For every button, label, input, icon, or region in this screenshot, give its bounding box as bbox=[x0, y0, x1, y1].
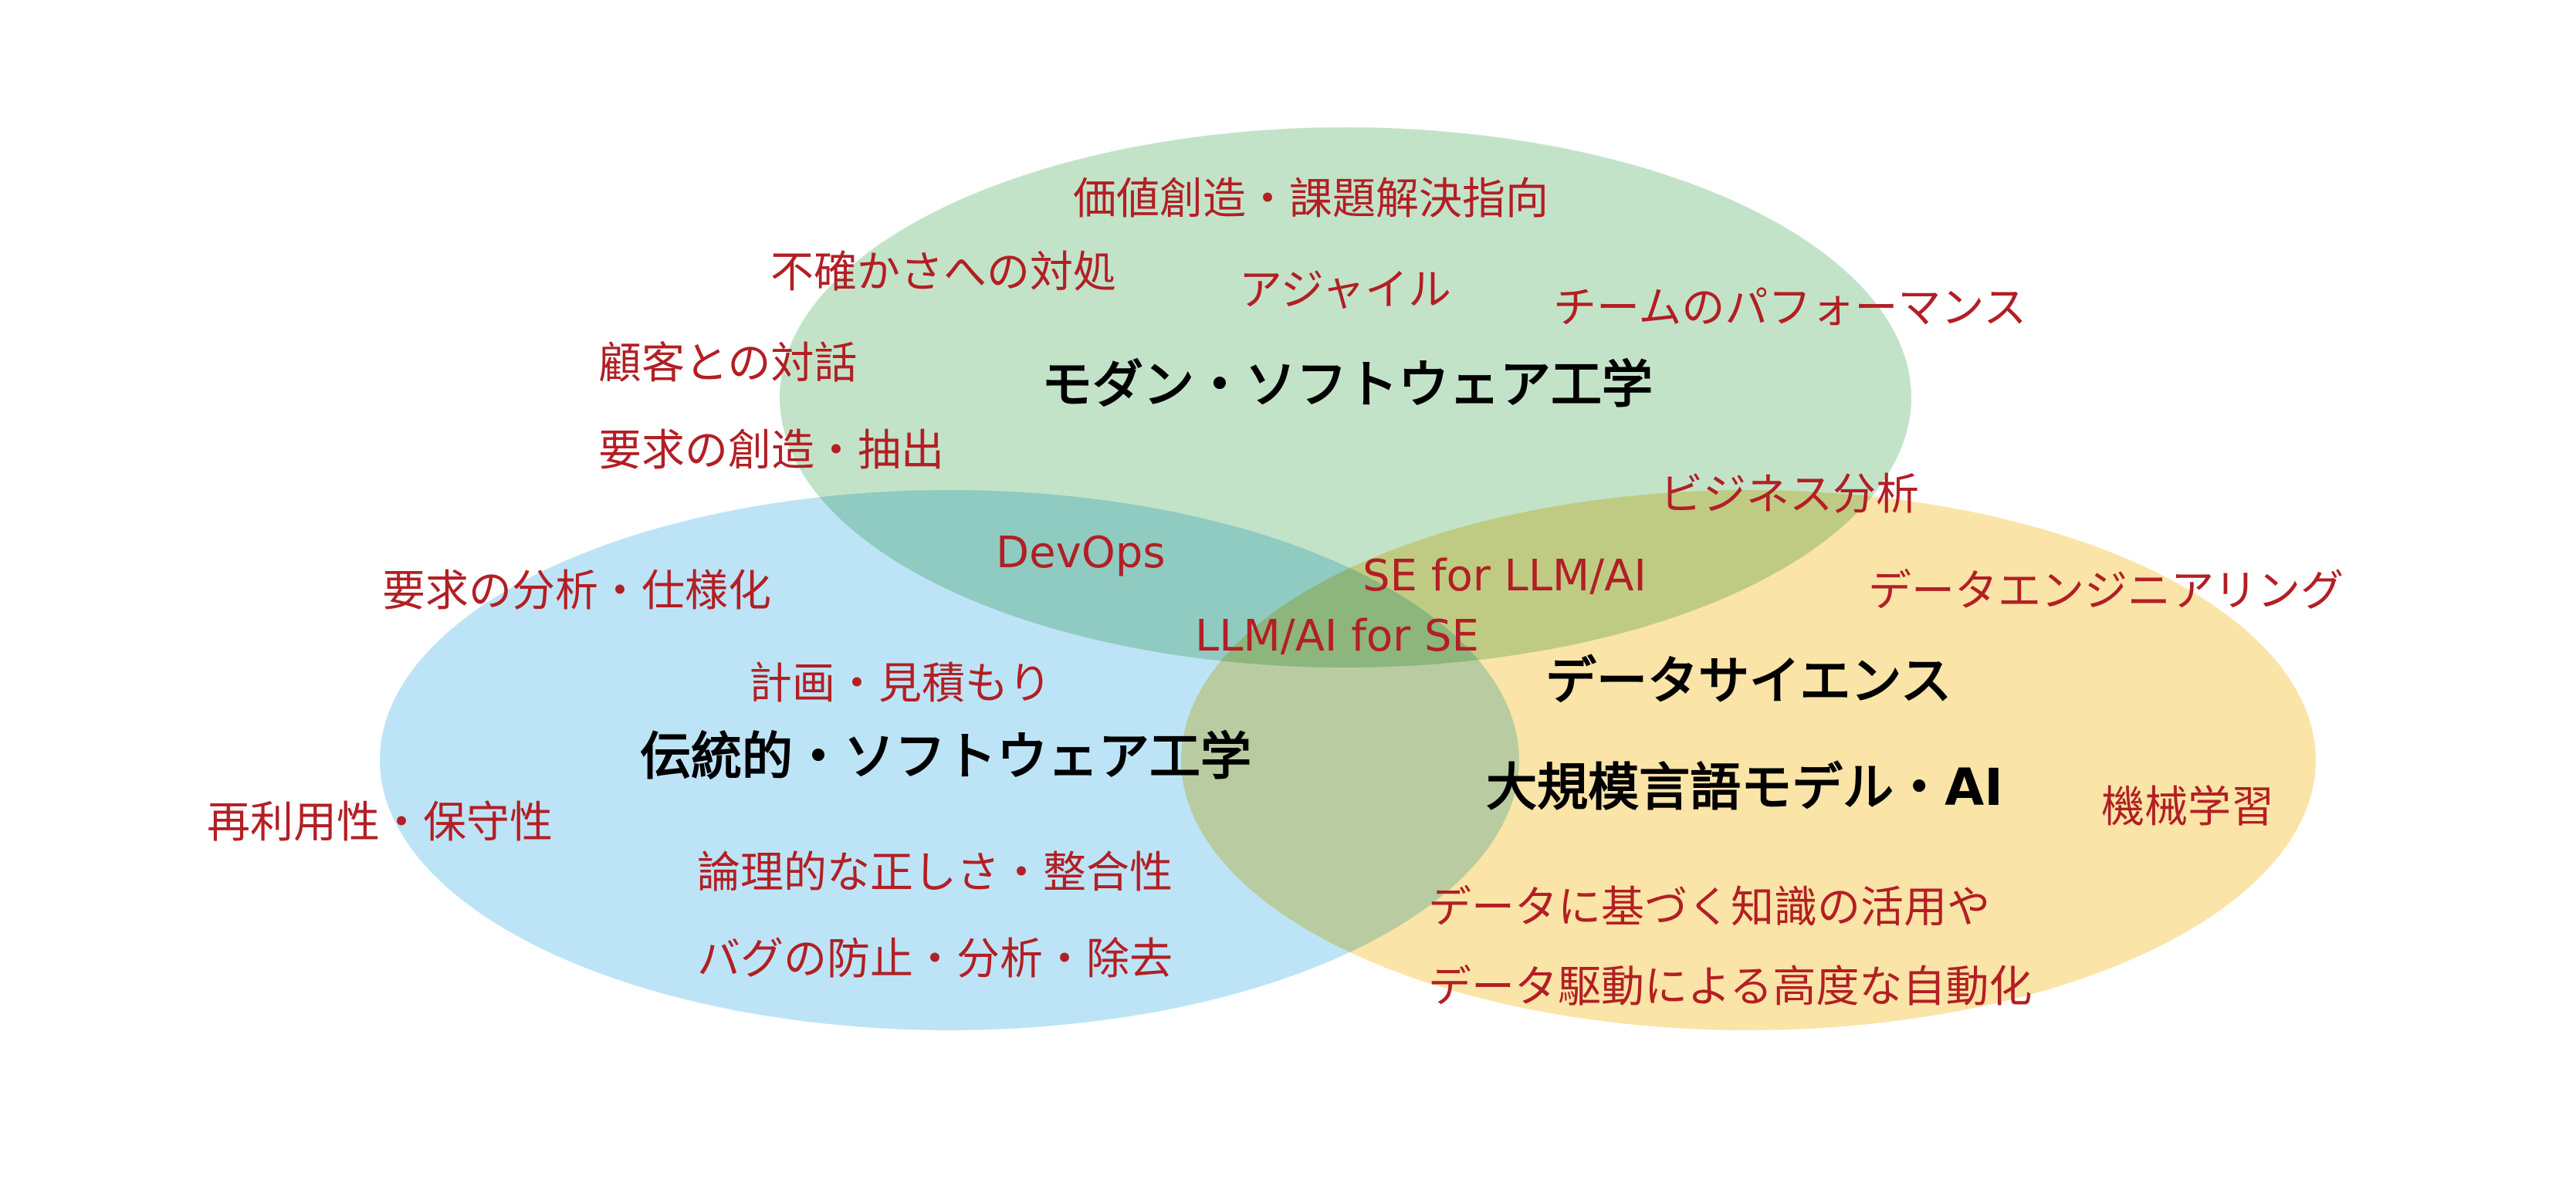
topic-data-engineering: データエンジニアリング bbox=[1868, 566, 2344, 617]
data-science-circle bbox=[1181, 490, 2316, 1030]
topic-llm-for-se: LLM/AI for SE bbox=[1195, 611, 1479, 661]
topic-business-analysis: ビジネス分析 bbox=[1660, 470, 1919, 520]
topic-knowledge-use: データに基づく知識の活用や bbox=[1428, 883, 1990, 933]
topic-reuse: 再利用性・保守性 bbox=[207, 798, 553, 848]
topic-uncertainty: 不確かさへの対処 bbox=[770, 248, 1116, 298]
topic-logical-correctness: 論理的な正しさ・整合性 bbox=[697, 848, 1173, 898]
traditional-se-circle bbox=[380, 490, 1519, 1030]
data-science-title: データサイエンス bbox=[1545, 651, 1951, 711]
topic-automation: データ駆動による高度な自動化 bbox=[1428, 962, 2032, 1012]
topic-value-creation: 価値創造・課題解決指向 bbox=[1073, 174, 1549, 225]
topic-planning: 計画・見積もり bbox=[749, 659, 1051, 709]
topic-devops: DevOps bbox=[996, 528, 1166, 578]
topic-requirements-analysis: 要求の分析・仕様化 bbox=[382, 566, 771, 617]
topic-bug-prevention: バグの防止・分析・除去 bbox=[697, 935, 1173, 985]
topic-se-for-llm: SE for LLM/AI bbox=[1362, 551, 1647, 601]
topic-customer-dialogue: 顧客との対話 bbox=[598, 339, 857, 389]
topic-agile: アジャイル bbox=[1239, 265, 1451, 316]
topic-team-performance: チームのパフォーマンス bbox=[1553, 283, 2026, 333]
topic-machine-learning: 機械学習 bbox=[2101, 783, 2274, 833]
topic-requirements-creation: 要求の創造・抽出 bbox=[598, 426, 944, 476]
traditional-se-title: 伝統的・ソフトウェア工学 bbox=[640, 727, 1251, 786]
modern-se-title: モダン・ソフトウェア工学 bbox=[1041, 355, 1653, 414]
llm-ai-title: 大規模言語モデル・AI bbox=[1486, 758, 2003, 817]
